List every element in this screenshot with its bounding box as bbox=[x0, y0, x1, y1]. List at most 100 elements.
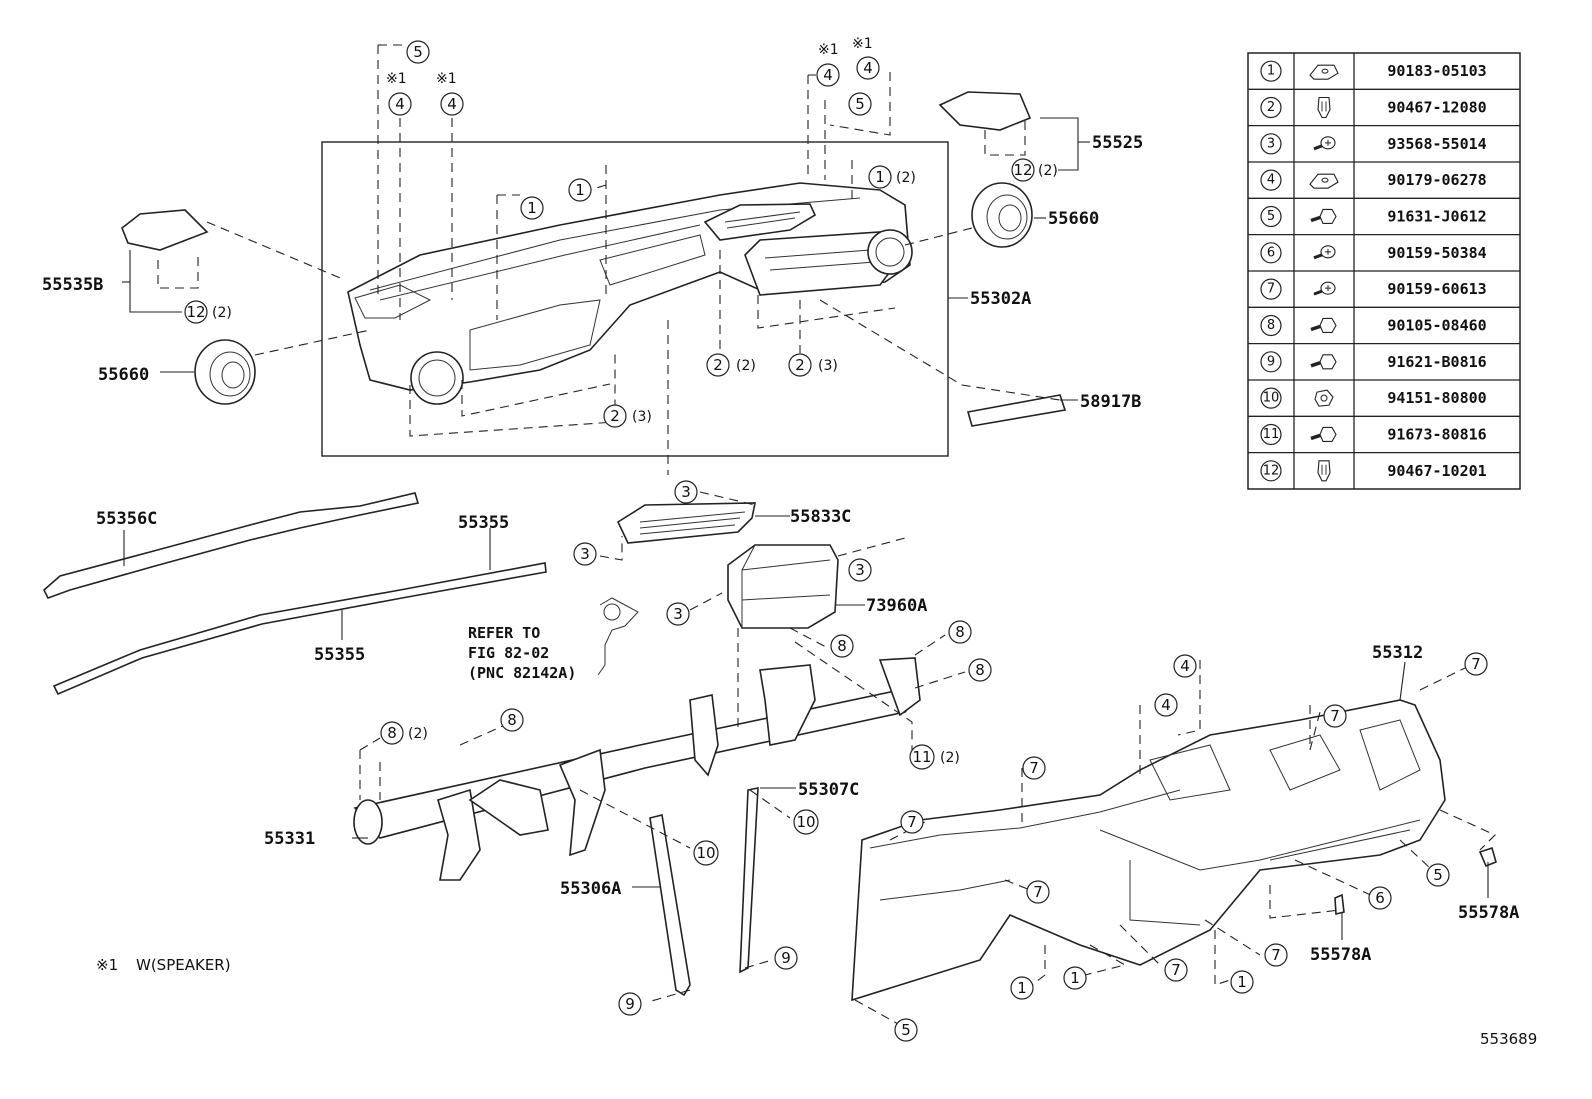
callout-8: 8 bbox=[968, 658, 992, 682]
label-55833C: 55833C bbox=[790, 507, 851, 527]
svg-text:1: 1 bbox=[1017, 979, 1027, 997]
screw-icon bbox=[1313, 136, 1336, 151]
table-row: 5 91631-J0612 bbox=[1260, 205, 1487, 228]
table-row: 2 90467-12080 bbox=[1260, 96, 1487, 119]
row-number-circle bbox=[1260, 351, 1282, 373]
row-part-number: 91631-J0612 bbox=[1387, 207, 1486, 225]
trim-55356C bbox=[43, 492, 420, 599]
callout-3: 3 bbox=[674, 480, 698, 504]
svg-text:1: 1 bbox=[875, 168, 885, 186]
label-55356C: 55356C bbox=[96, 509, 157, 529]
callout-10: 10 bbox=[793, 809, 819, 835]
svg-text:W(SPEAKER): W(SPEAKER) bbox=[136, 956, 231, 974]
row-number: 11 bbox=[1263, 427, 1280, 442]
bolt-icon bbox=[1310, 354, 1337, 370]
callout-1: 1 bbox=[1063, 966, 1087, 990]
row-part-number: 90467-10201 bbox=[1387, 462, 1486, 480]
svg-text:(3): (3) bbox=[818, 358, 838, 374]
row-number-circle bbox=[1260, 314, 1282, 337]
callout-11: 11 bbox=[909, 744, 935, 770]
row-number-circle bbox=[1260, 133, 1282, 155]
svg-text:8: 8 bbox=[507, 711, 517, 729]
speaker-marks: ※1 ※1 ※1 ※1 bbox=[386, 36, 873, 87]
svg-text:4: 4 bbox=[823, 66, 833, 84]
callout-4: 4 bbox=[440, 92, 464, 116]
row-number: 12 bbox=[1263, 463, 1280, 478]
svg-text:3: 3 bbox=[580, 545, 590, 563]
row-number: 3 bbox=[1267, 136, 1275, 151]
callout-1: 1 bbox=[520, 196, 544, 220]
svg-text:※1: ※1 bbox=[386, 71, 407, 87]
row-number: 1 bbox=[1267, 64, 1275, 79]
row-number-circle bbox=[1260, 278, 1282, 300]
svg-text:(2): (2) bbox=[1038, 163, 1058, 179]
callout-4: 4 bbox=[1154, 693, 1178, 717]
svg-text:8: 8 bbox=[955, 623, 965, 641]
lower-panel-structure bbox=[851, 699, 1446, 1002]
svg-text:4: 4 bbox=[1180, 657, 1190, 675]
callout-9: 9 bbox=[618, 992, 642, 1016]
svg-text:7: 7 bbox=[907, 813, 917, 831]
wire-harness-reference bbox=[597, 597, 639, 676]
callout-10: 10 bbox=[693, 840, 719, 866]
svg-text:8: 8 bbox=[387, 724, 397, 742]
svg-text:(PNC 82142A): (PNC 82142A) bbox=[468, 664, 576, 682]
row-part-number: 90467-12080 bbox=[1387, 98, 1486, 116]
svg-text:1: 1 bbox=[527, 199, 537, 217]
svg-text:7: 7 bbox=[1271, 946, 1281, 964]
svg-text:※1: ※1 bbox=[436, 71, 457, 87]
callout-4: 4 bbox=[1173, 654, 1197, 678]
callout-9: 9 bbox=[774, 946, 798, 970]
label-55660-right: 55660 bbox=[1048, 209, 1099, 229]
quantity-labels: (2) (2) (2) (2) (3) (3) (2) (2) bbox=[212, 163, 1058, 766]
brace-55306A bbox=[649, 814, 691, 997]
callout-6: 6 bbox=[1368, 886, 1392, 910]
row-part-number: 91673-80816 bbox=[1387, 425, 1486, 443]
row-number: 2 bbox=[1267, 100, 1275, 115]
nut-icon bbox=[1314, 389, 1334, 407]
leader-lines bbox=[122, 44, 1496, 1026]
row-number-circle bbox=[1260, 169, 1282, 191]
svg-text:4: 4 bbox=[1161, 696, 1171, 714]
label-73960A: 73960A bbox=[866, 596, 927, 616]
callout-8: 8 bbox=[500, 708, 524, 732]
svg-text:1: 1 bbox=[575, 181, 585, 199]
label-55578A-mid: 55578A bbox=[1310, 945, 1371, 965]
callout-3: 3 bbox=[848, 558, 872, 582]
callout-1: 1 bbox=[1230, 970, 1254, 994]
table-row: 4 90179-06278 bbox=[1260, 169, 1487, 191]
row-number: 5 bbox=[1267, 209, 1275, 224]
row-number: 4 bbox=[1267, 173, 1275, 188]
row-number: 7 bbox=[1267, 282, 1275, 297]
svg-text:3: 3 bbox=[855, 561, 865, 579]
row-number-circle bbox=[1260, 460, 1282, 482]
table-row: 11 91673-80816 bbox=[1260, 423, 1487, 446]
svg-text:3: 3 bbox=[673, 605, 683, 623]
svg-text:7: 7 bbox=[1330, 707, 1340, 725]
label-55307C: 55307C bbox=[798, 780, 859, 800]
clip-icon bbox=[1317, 460, 1331, 482]
row-part-number: 90179-06278 bbox=[1387, 171, 1486, 189]
svg-text:(2): (2) bbox=[408, 726, 428, 742]
callout-7: 7 bbox=[1026, 880, 1050, 904]
callout-2: 2 bbox=[706, 353, 730, 377]
bolt-icon bbox=[1310, 426, 1337, 443]
module-73960A bbox=[727, 544, 839, 629]
trim-55355 bbox=[52, 562, 547, 696]
svg-text:※1: ※1 bbox=[852, 36, 873, 52]
svg-text:10: 10 bbox=[696, 844, 715, 862]
label-55660-left: 55660 bbox=[98, 365, 149, 385]
svg-text:(2): (2) bbox=[736, 358, 756, 374]
row-part-number: 94151-80800 bbox=[1387, 389, 1486, 407]
callout-1: 1 bbox=[568, 178, 592, 202]
row-number-circle bbox=[1260, 423, 1282, 446]
svg-text:7: 7 bbox=[1471, 655, 1481, 673]
callout-8: 8 bbox=[948, 620, 972, 644]
vent-55833C bbox=[616, 502, 756, 544]
